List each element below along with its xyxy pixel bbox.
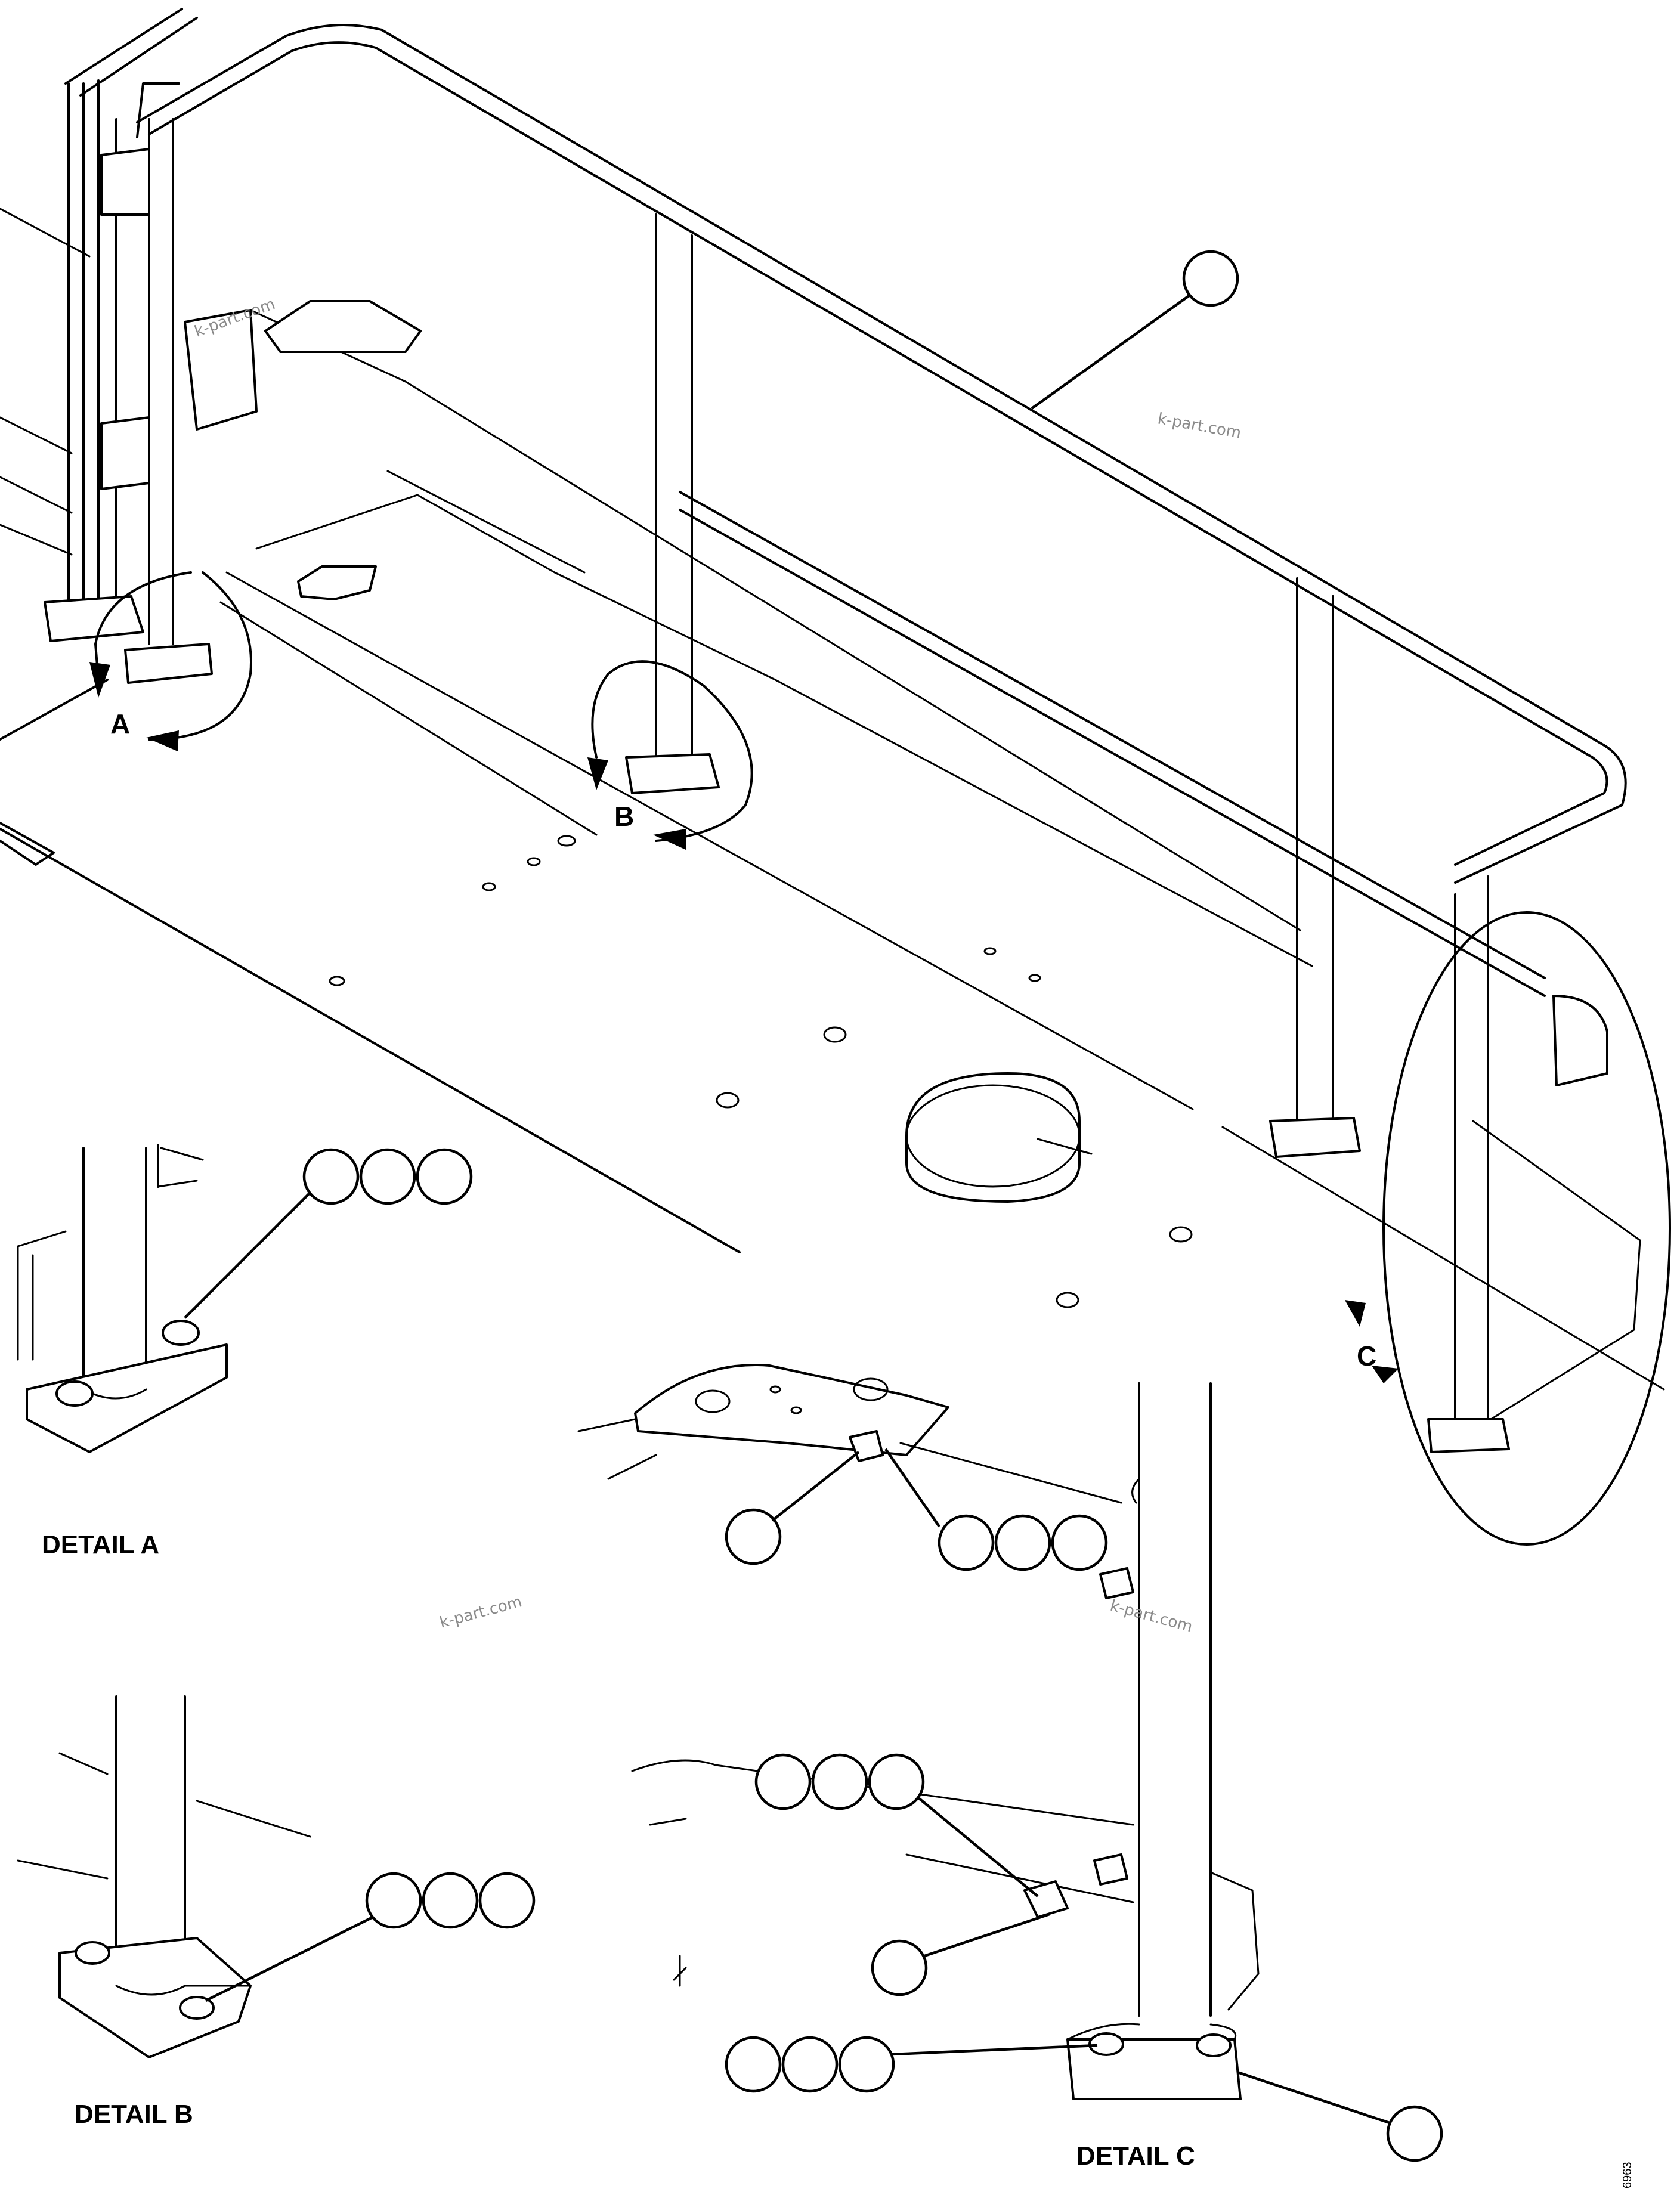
watermark: k-part.com bbox=[1156, 410, 1243, 442]
callout-bubble bbox=[359, 1148, 416, 1205]
callout-bubble bbox=[754, 1753, 812, 1810]
callout-bubble bbox=[725, 2036, 782, 2093]
detail-a: DETAIL A bbox=[17, 1144, 473, 1559]
watermark: k-part.com bbox=[1108, 1597, 1195, 1636]
callout-bubble bbox=[1051, 1514, 1108, 1571]
view-letter-b: B bbox=[614, 801, 634, 832]
watermark: k-part.com bbox=[438, 1593, 524, 1632]
drawing-code: 6963 bbox=[1621, 2162, 1634, 2189]
callout-bubble bbox=[365, 1872, 422, 1929]
detail-label-c: DETAIL C bbox=[1076, 2141, 1195, 2171]
callout-bubble bbox=[416, 1148, 473, 1205]
view-letter-a: A bbox=[110, 708, 130, 739]
callout-bubble bbox=[302, 1148, 360, 1205]
callout-bubble bbox=[725, 1508, 782, 1565]
callout-bubble bbox=[871, 1939, 928, 1996]
detail-c: DETAIL C bbox=[577, 1364, 1443, 2171]
detail-label-a: DETAIL A bbox=[42, 1530, 159, 1559]
callout-bubble bbox=[811, 1753, 868, 1810]
callout-bubble bbox=[781, 2036, 839, 2093]
callout-bubble bbox=[422, 1872, 479, 1929]
callout-bubble bbox=[478, 1872, 536, 1929]
callout-bubble bbox=[868, 1753, 925, 1810]
callout-bubble bbox=[838, 2036, 895, 2093]
view-letter-c: C bbox=[1357, 1341, 1376, 1372]
detail-b: DETAIL B bbox=[17, 1695, 536, 2129]
callout-bubble bbox=[1386, 2105, 1443, 2162]
main-view: A B C bbox=[0, 8, 1671, 1546]
callout-bubble bbox=[1182, 250, 1239, 307]
detail-label-b: DETAIL B bbox=[75, 2100, 193, 2129]
callout-bubble bbox=[994, 1514, 1051, 1571]
callout-bubble bbox=[938, 1514, 995, 1571]
